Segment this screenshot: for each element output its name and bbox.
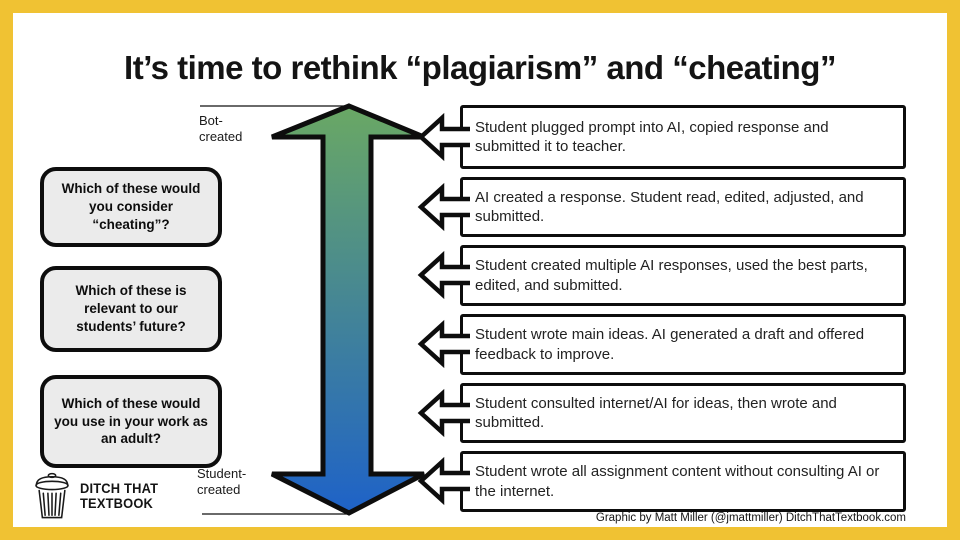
question-text: Which of these would you use in your wor… xyxy=(54,395,208,447)
scenario-text: Student wrote main ideas. AI generated a… xyxy=(475,326,865,363)
logo-text-line1: DITCH THAT xyxy=(80,480,159,497)
scenario-text: Student plugged prompt into AI, copied r… xyxy=(475,118,829,156)
scenario-box-1: Student plugged prompt into AI, copied r… xyxy=(460,105,906,169)
ditch-that-textbook-logo: DITCH THAT TEXTBOOK xyxy=(30,471,165,521)
scenario-text: Student wrote all assignment content wit… xyxy=(475,463,880,500)
left-arrow-icon xyxy=(417,388,470,438)
scenario-box-2: AI created a response. Student read, edi… xyxy=(460,177,906,237)
logo-text-line2: TEXTBOOK xyxy=(80,495,154,511)
page-title: It’s time to rethink “plagiarism” and “c… xyxy=(124,49,836,86)
trash-can-icon xyxy=(35,472,69,519)
credit-line: Graphic by Matt Miller (@jmattmiller) Di… xyxy=(595,512,906,524)
student-created-label: Student- created xyxy=(197,466,247,497)
logo-wordmark: DITCH THAT TEXTBOOK xyxy=(80,481,158,510)
left-arrow-icon xyxy=(417,182,470,232)
scenario-box-3: Student created multiple AI responses, u… xyxy=(460,245,906,306)
bot-created-label: Bot- created xyxy=(199,113,243,144)
question-text: Which of these would you consider “cheat… xyxy=(61,181,201,232)
left-arrow-icon xyxy=(417,456,470,506)
scenario-box-4: Student wrote main ideas. AI generated a… xyxy=(460,314,906,375)
question-text: Which of these is relevant to our studen… xyxy=(75,283,187,334)
question-box-adult-work: Which of these would you use in your wor… xyxy=(40,375,222,468)
left-arrow-icon xyxy=(417,250,470,300)
scenario-box-6: Student wrote all assignment content wit… xyxy=(460,451,906,512)
scenario-text: Student created multiple AI responses, u… xyxy=(475,257,868,294)
double-headed-arrow-shape xyxy=(270,103,426,516)
question-box-cheating: Which of these would you consider “cheat… xyxy=(40,167,222,247)
question-box-future: Which of these is relevant to our studen… xyxy=(40,266,222,352)
left-arrow-icon xyxy=(417,112,470,162)
spectrum-gradient-arrow xyxy=(200,103,426,516)
scenario-box-5: Student consulted internet/AI for ideas,… xyxy=(460,383,906,443)
scenario-text: AI created a response. Student read, edi… xyxy=(475,188,864,226)
left-arrow-icon xyxy=(417,319,470,369)
scenario-text: Student consulted internet/AI for ideas,… xyxy=(475,394,837,432)
